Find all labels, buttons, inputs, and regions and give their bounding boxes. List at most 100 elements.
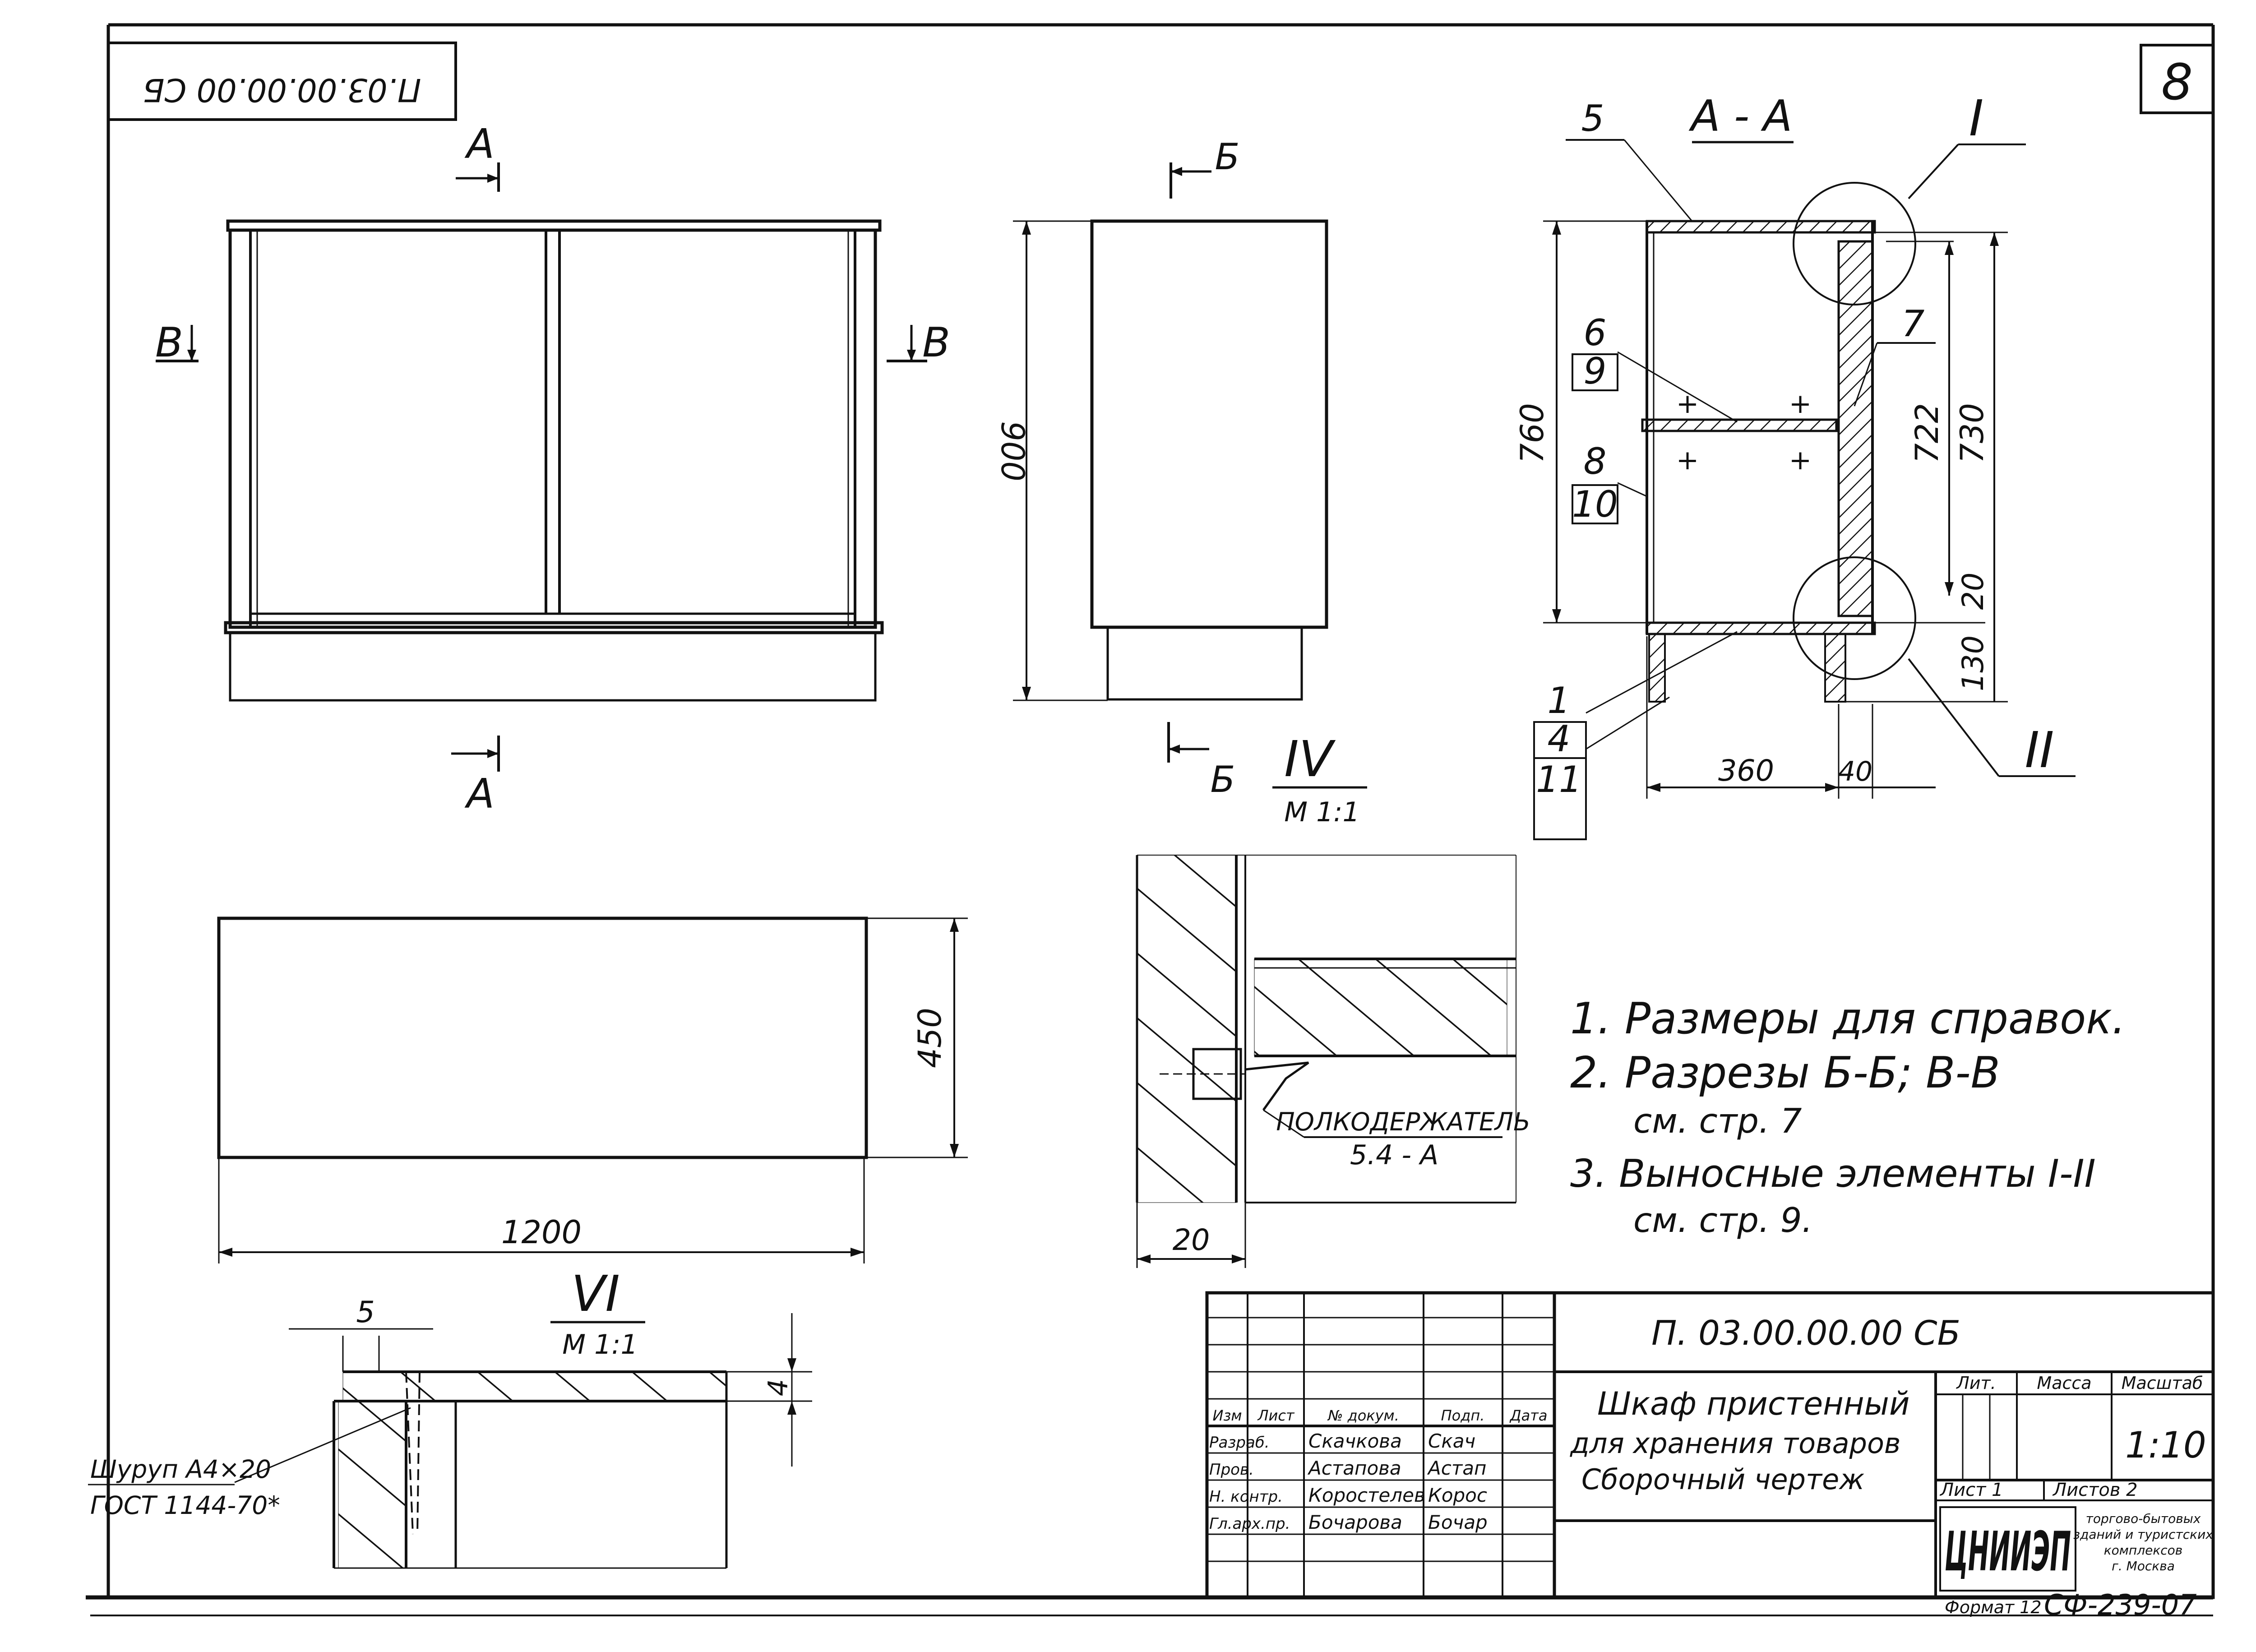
section-aa: А - А + + + + I II — [1514, 89, 2076, 840]
tb-role-4: Гл.арх.пр. — [1209, 1515, 1290, 1533]
series-code: СФ-239-07 — [2044, 1588, 2197, 1621]
tb-org-line-4: г. Москва — [2112, 1559, 2175, 1573]
rotated-code-box: П.03.00.00.00 СБ — [107, 42, 457, 121]
svg-text:ЦНИИЭП: ЦНИИЭП — [1945, 1521, 2071, 1583]
screw-standard: ГОСТ 1144-70* — [90, 1491, 280, 1520]
pos-11: 11 — [1536, 759, 1582, 801]
detail-vi-scale: М 1:1 — [562, 1329, 638, 1360]
detail-vi-label: VI — [571, 1265, 620, 1323]
pos-10: 10 — [1572, 483, 1618, 525]
section-marker-v-left: В — [155, 319, 199, 366]
tb-name-3: Коростелев — [1308, 1484, 1425, 1506]
tb-lit-label: Лит. — [1956, 1373, 1996, 1393]
section-label-v-right: В — [922, 319, 950, 366]
tb-sign-4: Бочар — [1428, 1511, 1488, 1533]
section-aa-title: А - А — [1688, 92, 1793, 141]
pos-8: 8 — [1584, 440, 1607, 482]
tb-title-3: Сборочный чертеж — [1581, 1463, 1864, 1496]
plan-view: 450 1200 — [217, 916, 968, 1263]
tb-role-1: Разраб. — [1209, 1434, 1270, 1452]
dim-760: 760 — [1514, 403, 1551, 463]
detail-circle-I — [1793, 182, 1916, 305]
tb-code: П. 03.00.00.00 СБ — [1651, 1313, 1960, 1353]
pos-7: 7 — [1902, 303, 1925, 345]
tb-header-izm: Изм — [1212, 1407, 1242, 1424]
dim-40: 40 — [1838, 756, 1872, 787]
tb-sheets-label: Листов 2 — [2052, 1480, 2138, 1500]
pos-6: 6 — [1584, 312, 1607, 354]
plus-mark-2: + — [1789, 388, 1812, 420]
tb-mass-label: Масса — [2037, 1373, 2091, 1393]
tb-scale-value: 1:10 — [2125, 1424, 2206, 1466]
detail-label-I: I — [1969, 89, 1983, 147]
section-label-v-left: В — [155, 319, 183, 366]
section-marker-v-right: В — [887, 319, 950, 366]
dim-20-side: 20 — [1956, 573, 1990, 610]
dim-360: 360 — [1718, 754, 1774, 788]
detail-iv-label: IV — [1284, 730, 1336, 788]
section-marker-a-top: А — [456, 120, 500, 192]
tb-sign-2: Астап — [1427, 1457, 1487, 1479]
detail-iv-scale: М 1:1 — [1284, 796, 1359, 828]
tb-org-line-3: комплексов — [2104, 1543, 2183, 1558]
tb-header-sign: Подп. — [1441, 1407, 1485, 1424]
pos-5: 5 — [1581, 97, 1604, 139]
detail-label-II: II — [2025, 721, 2054, 779]
detail-vi: VI М 1:1 5 4 Шуруп А4×20 ГОСТ 1144-70* — [88, 1265, 812, 1569]
tb-name-4: Бочарова — [1308, 1511, 1402, 1533]
plus-mark-4: + — [1789, 444, 1812, 476]
shelf-holder-code: 5.4 - А — [1350, 1139, 1438, 1171]
detail-circle-II — [1793, 556, 1916, 680]
tb-header-date: Дата — [1509, 1407, 1548, 1424]
section-label-b-bottom: Б — [1211, 759, 1235, 801]
tb-name-2: Астапова — [1307, 1457, 1401, 1479]
title-block: Изм Лист № докум. Подп. Дата Разраб. Ска… — [1205, 1291, 2215, 1599]
note-2-cont: см. стр. 7 — [1633, 1101, 1802, 1141]
notes: 1. Размеры для справок. 2. Разрезы Б-Б; … — [1570, 994, 2126, 1240]
sheet-number: 8 — [2161, 53, 2193, 111]
section-label-a-bottom: А — [464, 770, 495, 818]
screw-name: Шуруп А4×20 — [90, 1455, 271, 1484]
tb-org-line-2: зданий и туристских — [2073, 1527, 2213, 1542]
dim-900: 900 — [994, 421, 1031, 481]
dim-20-iv: 20 — [1173, 1223, 1210, 1257]
tb-title-2: для хранения товаров — [1570, 1427, 1900, 1460]
section-marker-b-bottom: Б — [1167, 722, 1235, 801]
dim-722: 722 — [1909, 403, 1946, 463]
shelf-holder-name: ПОЛКОДЕРЖАТЕЛЬ — [1276, 1107, 1530, 1136]
tb-header-list: Лист — [1257, 1407, 1294, 1424]
dim-1200: 1200 — [501, 1214, 582, 1251]
pos-4: 4 — [1548, 718, 1571, 760]
org-logo: ЦНИИЭП — [1939, 1506, 2076, 1592]
note-2: 2. Разрезы Б-Б; В-В — [1570, 1048, 2000, 1098]
tb-title-1: Шкаф пристенный — [1597, 1385, 1909, 1422]
side-view: 900 — [994, 219, 1328, 701]
tb-sign-3: Корос — [1428, 1484, 1487, 1506]
pos-1: 1 — [1548, 680, 1571, 722]
pos-9: 9 — [1584, 350, 1607, 392]
tb-scale-label: Масштаб — [2122, 1373, 2203, 1393]
note-1: 1. Размеры для справок. — [1570, 994, 2126, 1044]
detail-iv: IV М 1:1 ПОЛКОДЕРЖАТЕЛЬ 5.4 - А 20 — [1136, 730, 1530, 1268]
tb-org-line-1: торгово-бытовых — [2086, 1511, 2201, 1526]
section-marker-a-bottom: А — [451, 736, 500, 818]
dim-5: 5 — [356, 1296, 374, 1329]
tb-role-3: Н. контр. — [1209, 1488, 1283, 1506]
dim-4: 4 — [763, 1379, 794, 1396]
section-label-a-top: А — [464, 120, 495, 168]
tb-sign-1: Скач — [1428, 1430, 1475, 1452]
dim-130: 130 — [1956, 635, 1990, 691]
note-3-cont: см. стр. 9. — [1633, 1200, 1812, 1240]
section-marker-b-top: Б — [1170, 136, 1239, 199]
tb-role-2: Пров. — [1209, 1461, 1254, 1479]
format-label: Формат 12 — [1945, 1597, 2042, 1617]
tb-header-doc: № докум. — [1327, 1407, 1399, 1424]
dim-450: 450 — [911, 1008, 948, 1068]
plus-mark-3: + — [1676, 444, 1699, 476]
tb-sheet-label: Лист 1 — [1939, 1480, 2003, 1500]
note-3: 3. Выносные элементы I-II — [1570, 1152, 2096, 1196]
rotated-doc-code: П.03.00.00.00 СБ — [143, 71, 421, 108]
sheet-number-box: 8 — [2140, 44, 2214, 114]
tb-name-1: Скачкова — [1308, 1430, 1402, 1452]
